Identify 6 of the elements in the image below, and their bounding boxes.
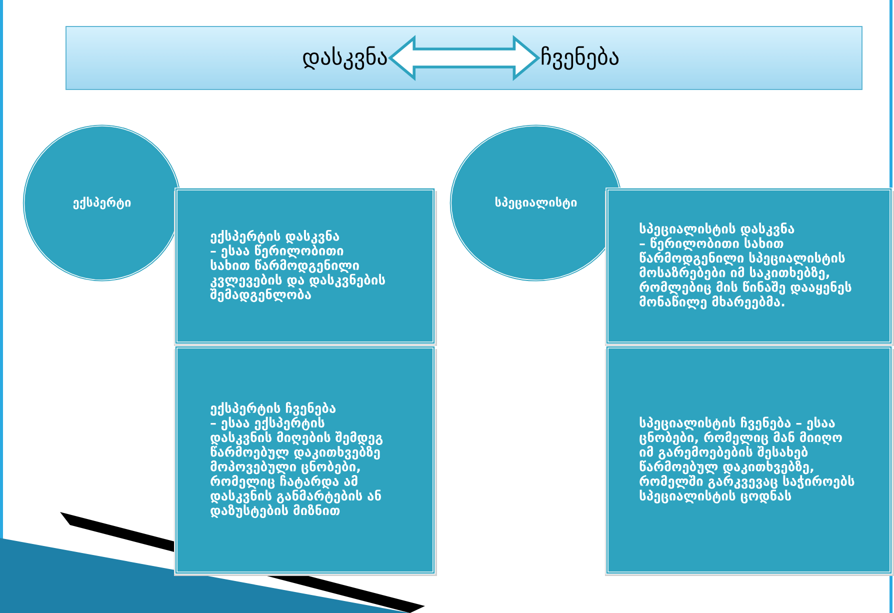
- title-text: დასკვნა: [303, 46, 387, 70]
- definition-box: სპეციალისტის დასკვნა – წერილობითი სახით წარმოდგენილი სპეციალისტის მოსაზრებები იმ საკითხებზე, რომლებიც მის წინაშე დააყენეს მონაწილე მხარეებმა.: [606, 188, 892, 344]
- definition-box: ექსპერტის ჩვენება – ესაა ექსპერტის დასკვნის მიღების შემდეგ წარმოებულ დაკითხვებზე მოპოვებული ცნობები, რომელიც ჩატარდა ამ დასკვნის განმარტების ან დაზუსტების მიზნით: [174, 346, 436, 574]
- definition-box: ექსპერტის დასკვნა – ესაა წერილობითი სახით წარმოდგენილი კვლევების და დასკვნების შემადგენლობა: [174, 188, 436, 344]
- definition-box: სპეციალისტის ჩვენება – ესაა ცნობები, რომელიც მან მიიღო იმ გარემოებების შესახებ წარმოებულ დაკითხვებზე, რომელში გარკვევაც საჭიროებს სპეციალისტის ცოდნას: [606, 346, 892, 574]
- title-text: ჩვენება: [542, 46, 619, 70]
